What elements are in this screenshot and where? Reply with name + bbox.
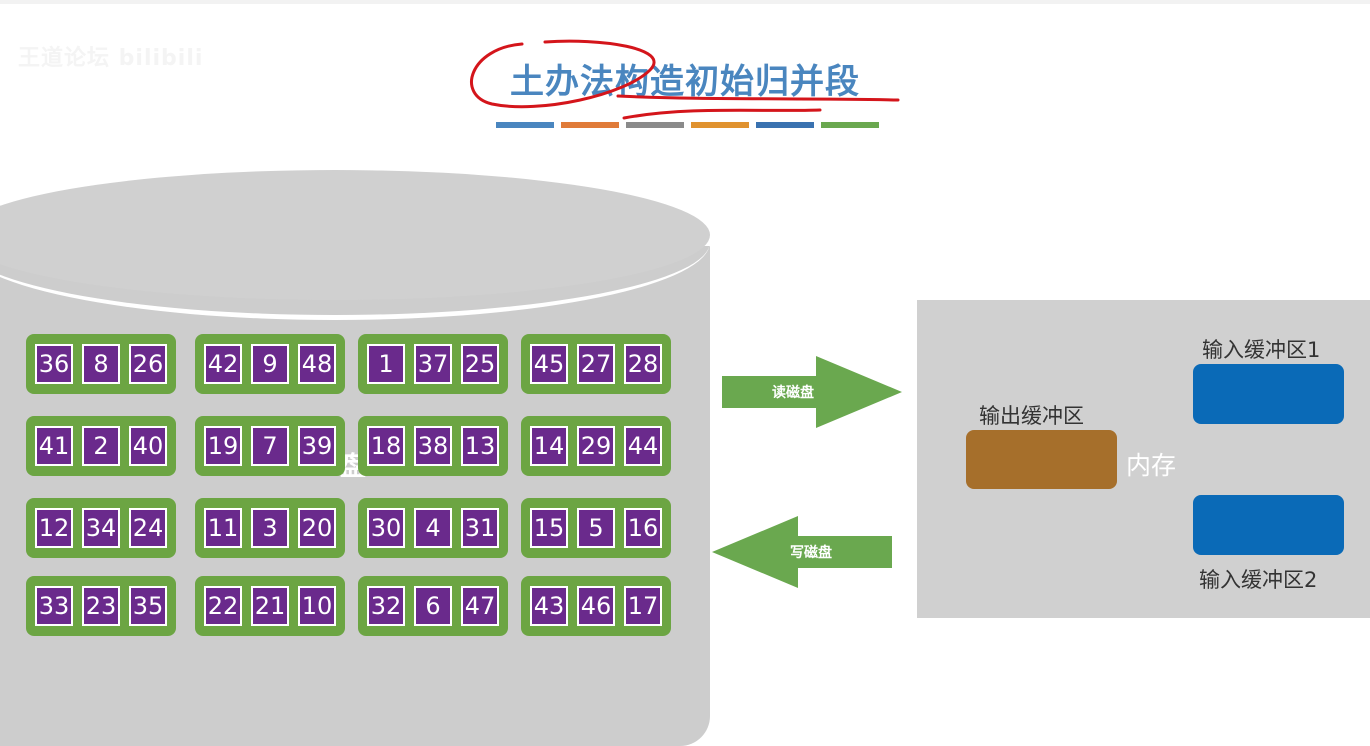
disk-body <box>0 246 710 746</box>
record-cell: 31 <box>461 508 499 548</box>
write-disk-label: 写磁盘 <box>790 545 832 561</box>
output-buffer <box>966 430 1117 489</box>
title-bar-4 <box>691 122 749 128</box>
record-cell: 2 <box>82 426 120 466</box>
record-cell: 5 <box>577 508 615 548</box>
title-bar-6 <box>821 122 879 128</box>
record-cell: 4 <box>414 508 452 548</box>
record-cell: 26 <box>129 344 167 384</box>
record-cell: 9 <box>251 344 289 384</box>
input-buffer1-label: 输入缓冲区1 <box>1202 338 1321 362</box>
record-cell: 47 <box>461 586 499 626</box>
title-bar-2 <box>561 122 619 128</box>
record-cell: 42 <box>204 344 242 384</box>
record-cell: 35 <box>129 586 167 626</box>
record-cell: 38 <box>414 426 452 466</box>
record-cell: 25 <box>461 344 499 384</box>
record-cell: 3 <box>251 508 289 548</box>
record-cell: 1 <box>367 344 405 384</box>
record-cell: 30 <box>367 508 405 548</box>
record-cell: 18 <box>367 426 405 466</box>
record-cell: 15 <box>530 508 568 548</box>
input-buffer-1 <box>1193 364 1344 424</box>
record-cell: 29 <box>577 426 615 466</box>
record-cell: 10 <box>298 586 336 626</box>
record-cell: 27 <box>577 344 615 384</box>
record-cell: 33 <box>35 586 73 626</box>
record-cell: 45 <box>530 344 568 384</box>
record-cell: 23 <box>82 586 120 626</box>
input-buffer2-label: 输入缓冲区2 <box>1199 568 1318 592</box>
disk-rim <box>0 242 710 320</box>
record-cell: 46 <box>577 586 615 626</box>
record-cell: 11 <box>204 508 242 548</box>
title-bar-1 <box>496 122 554 128</box>
write-disk-arrow <box>712 516 892 588</box>
output-buffer-label: 输出缓冲区 <box>979 404 1084 428</box>
record-cell: 22 <box>204 586 242 626</box>
record-cell: 37 <box>414 344 452 384</box>
record-cell: 13 <box>461 426 499 466</box>
record-cell: 39 <box>298 426 336 466</box>
page-title: 土办法构造初始归并段 <box>510 62 860 102</box>
memory-panel: 输出缓冲区 内存 输入缓冲区1 输入缓冲区2 <box>917 300 1370 618</box>
record-cell: 6 <box>414 586 452 626</box>
title-bar-5 <box>756 122 814 128</box>
record-cell: 36 <box>35 344 73 384</box>
record-cell: 48 <box>298 344 336 384</box>
disk-cylinder <box>0 170 720 746</box>
record-cell: 12 <box>35 508 73 548</box>
record-cell: 32 <box>367 586 405 626</box>
read-disk-arrow <box>722 356 902 428</box>
record-cell: 14 <box>530 426 568 466</box>
watermark: 王道论坛 bilibili <box>18 46 204 71</box>
record-cell: 20 <box>298 508 336 548</box>
top-divider <box>0 0 1370 4</box>
record-cell: 17 <box>624 586 662 626</box>
record-cell: 44 <box>624 426 662 466</box>
record-cell: 40 <box>129 426 167 466</box>
read-disk-label: 读磁盘 <box>772 385 814 401</box>
record-cell: 8 <box>82 344 120 384</box>
record-cell: 34 <box>82 508 120 548</box>
record-cell: 19 <box>204 426 242 466</box>
record-cell: 41 <box>35 426 73 466</box>
memory-label: 内存 <box>1126 451 1177 480</box>
title-bar-3 <box>626 122 684 128</box>
record-cell: 28 <box>624 344 662 384</box>
record-cell: 16 <box>624 508 662 548</box>
record-cell: 21 <box>251 586 289 626</box>
record-cell: 7 <box>251 426 289 466</box>
record-cell: 43 <box>530 586 568 626</box>
record-cell: 24 <box>129 508 167 548</box>
input-buffer-2 <box>1193 495 1344 555</box>
